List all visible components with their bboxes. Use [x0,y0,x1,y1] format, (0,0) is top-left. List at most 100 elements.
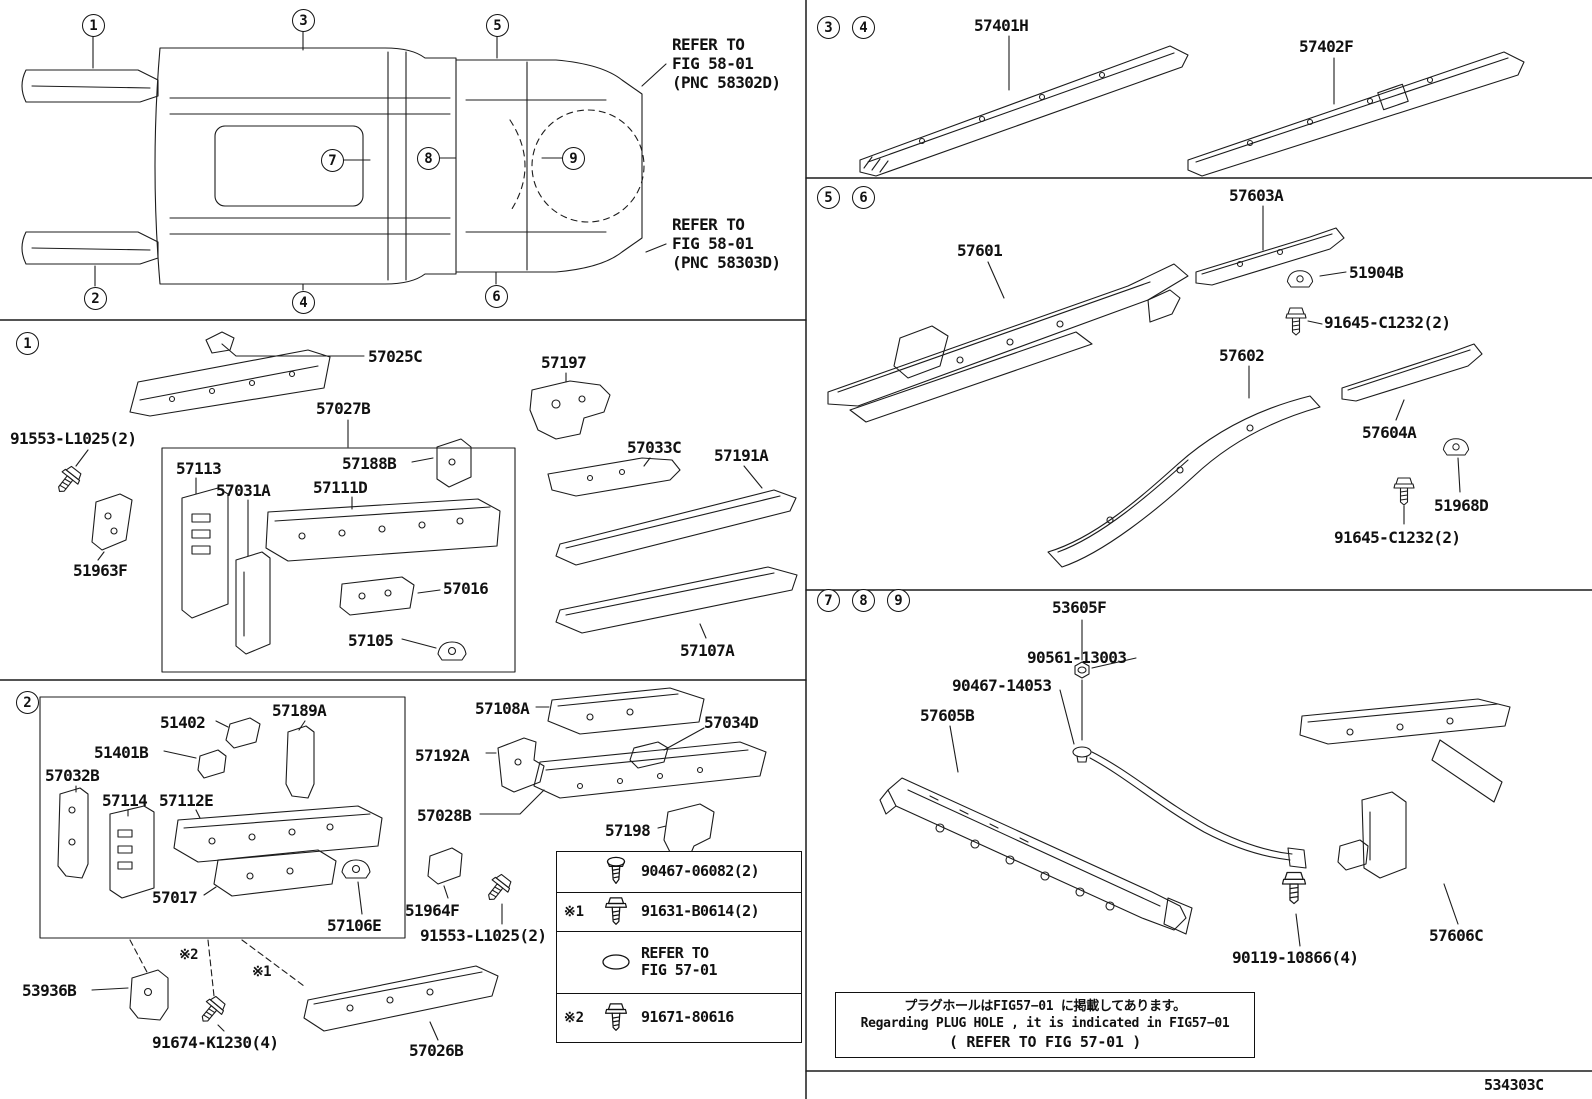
part-sketch-57105 [401,638,467,661]
part-label-57111D: 57111D [313,478,368,497]
plug-hole-note-en: Regarding PLUG HOLE , it is indicated in… [860,1016,1230,1031]
part-label-57032B: 57032B [45,766,100,785]
part-label-57402F: 57402F [1299,37,1354,56]
legend-row-2: ※1 91631-B0614(2) [557,891,801,932]
part-sketch-57604A [1341,343,1483,421]
callout-9: 9 [562,147,585,170]
part-label-51968D: 51968D [1434,496,1489,515]
part-label-57106E: 57106E [327,916,382,935]
part-sketch-57114 [109,805,155,899]
part-sketch-57028B [479,741,767,815]
part-label-57017: 57017 [152,888,198,907]
part-sketch-57603A [1195,205,1345,286]
legend-part-number-1: 90467-06082(2) [641,862,760,881]
section-badge-6: 6 [852,186,875,209]
callout-8: 8 [417,147,440,170]
part-label-57192A: 57192A [415,746,470,765]
part-label-53936B: 53936B [22,981,77,1000]
part-sketch-57033C [547,457,681,497]
part-label-57033C: 57033C [627,438,682,457]
part-sketch-57188B [411,438,472,488]
part-label-90561: 90561-13003 [1027,648,1127,667]
part-sketch-57113 [181,477,229,619]
part-sketch-51402 [215,717,261,749]
part-sketch-51964F [427,847,463,899]
part-label-51963F: 51963F [73,561,128,580]
part-label-57605B: 57605B [920,706,975,725]
part-label-91645-2: 91645-C1232(2) [1334,528,1461,547]
section-badge-7: 7 [817,589,840,612]
part-label-57114: 57114 [102,791,148,810]
part-label-51964F: 51964F [405,901,460,920]
part-label-57016: 57016 [443,579,489,598]
part-sketch-51401B [163,749,227,779]
part-label-51402: 51402 [160,713,206,732]
part-label-57197: 57197 [541,353,587,372]
part-sketch-57106E [341,859,371,915]
part-label-57107A: 57107A [680,641,735,660]
bolt-sketch-91553-1 [51,449,89,499]
plug-hole-note-refer: ( REFER TO FIG 57-01 ) [948,1033,1142,1051]
part-sketch-57112E [173,805,383,863]
part-label-57188B: 57188B [342,454,397,473]
part-label-57026B: 57026B [409,1041,464,1060]
legend-part-number-2: 91631-B0614(2) [641,902,760,921]
part-sketch-57034D [629,727,705,769]
part-sketch-57197 [529,372,611,440]
part-sketch-57606C [1299,698,1511,925]
part-label-57602: 57602 [1219,346,1265,365]
part-sketch-53605F-assembly [1059,619,1307,869]
section-badge-9: 9 [887,589,910,612]
part-label-57034D: 57034D [704,713,759,732]
part-sketch-57198 [657,803,715,861]
callout-5: 5 [486,14,509,37]
part-sketch-57602 [1047,365,1321,568]
section-badge-2: 2 [16,691,39,714]
legend-row-3: REFER TO FIG 57-01 [557,931,801,992]
part-sketch-57025C [129,331,365,417]
section-badge-5: 5 [817,186,840,209]
part-label-57113: 57113 [176,459,222,478]
part-label-57603A: 57603A [1229,186,1284,205]
part-sketch-53936B [91,969,169,1021]
part-sketch-57601 [827,261,1189,423]
plug-hole-note-jp: プラグホールはFIG57−01 に掲載してあります。 [904,999,1186,1014]
part-sketch-57189A [285,720,315,799]
part-sketch-57401H [859,35,1189,177]
part-label-57031A: 57031A [216,481,271,500]
part-sketch-51963F [91,493,133,561]
section-badge-1: 1 [16,332,39,355]
flange-bolt-icon [591,1001,641,1035]
refer-note-bottom: REFER TO FIG 58-01 (PNC 58303D) [672,215,781,272]
part-label-57027B: 57027B [316,399,371,418]
diagram-code: 534303C [1484,1076,1544,1094]
group-box-57027B [161,419,516,673]
callout-4: 4 [292,291,315,314]
part-label-57604A: 57604A [1362,423,1417,442]
screw-icon [591,855,641,889]
part-label-57025C: 57025C [368,347,423,366]
bolt-sketch-90119 [1281,871,1307,947]
refer-note-top: REFER TO FIG 58-01 (PNC 58302D) [672,35,781,92]
part-label-57189A: 57189A [272,701,327,720]
flange-bolt-icon [591,895,641,929]
section-badge-8: 8 [852,589,875,612]
legend-part-number-4: 91671-80616 [641,1008,734,1027]
bolt-sketch-91645-1 [1285,307,1323,336]
part-sketch-51904B [1286,270,1347,288]
section-badge-4: 4 [852,16,875,39]
part-sketch-57192A [485,737,545,793]
underbody-overview-sketch [21,31,667,291]
part-label-57198: 57198 [605,821,651,840]
part-label-57112E: 57112E [159,791,214,810]
part-label-57191A: 57191A [714,446,769,465]
part-label-91645-1: 91645-C1232(2) [1324,313,1451,332]
fastener-legend-table: 90467-06082(2) ※1 91631-B0614(2) REFER T… [556,851,802,1043]
legend-row-4: ※2 91671-80616 [557,992,801,1042]
part-label-57028B: 57028B [417,806,472,825]
part-sketch-57016 [339,576,441,616]
